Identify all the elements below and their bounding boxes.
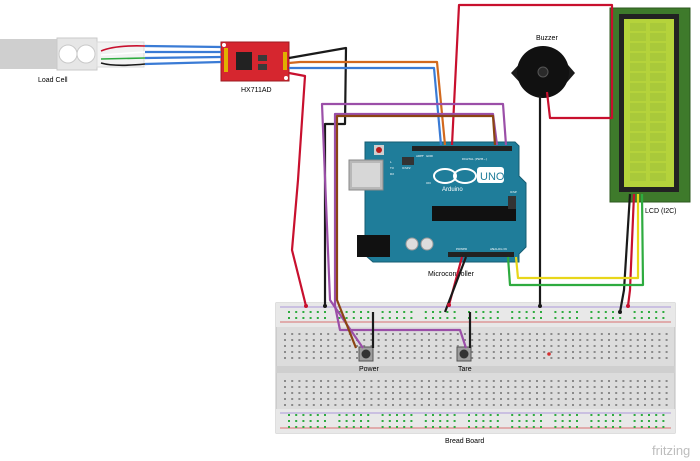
gnd-label: GND (426, 154, 434, 158)
load-cell-label: Load Cell (38, 77, 68, 84)
aref-label: AREF (416, 154, 424, 158)
arduino-uno-board (348, 141, 527, 263)
rx-label: RX (390, 172, 394, 176)
wire-loadcell-1 (144, 44, 222, 49)
wire-arduino-gnd (443, 256, 468, 313)
wire-buzzer-signal (450, 3, 614, 146)
analog-header-label: ANALOG IN (490, 247, 507, 251)
lcd-label: LCD (I2C) (645, 208, 677, 215)
wire-loadcell-4 (144, 60, 222, 66)
lcd-display (609, 7, 691, 203)
buzzer (511, 46, 575, 98)
breadboard (275, 302, 676, 434)
tare-push-button[interactable] (456, 346, 472, 362)
power-header-label: POWER (456, 247, 467, 251)
uno-logo-text: UNO (480, 171, 505, 183)
icsp-label: ICSP (510, 190, 517, 194)
wire-hx711-gnd (288, 71, 308, 307)
wire-hx711-clk (289, 66, 443, 146)
buzzer-label: Buzzer (536, 35, 558, 42)
power-push-button[interactable] (358, 346, 374, 362)
on-led-label: ON (426, 181, 431, 185)
hx711-module (220, 41, 290, 82)
tare-button-label: Tare (458, 366, 472, 373)
arduino-brand-text: Arduino (442, 187, 463, 193)
wire-end-dots (304, 303, 630, 314)
icsp2-label: ICSP2 (402, 166, 411, 170)
breadboard-marker (547, 352, 551, 356)
wire-lcd-gnd (618, 193, 632, 313)
wire-lcd-scl (506, 193, 645, 287)
breadboard-label: Bread Board (445, 438, 484, 445)
power-button-label: Power (359, 366, 380, 373)
l-led-label: L (390, 160, 392, 164)
breadboard-holes (284, 311, 668, 428)
hx711-label: HX711AD (241, 87, 272, 94)
wires (144, 3, 645, 349)
wire-power-button (320, 102, 508, 349)
wire-lcd-vcc (626, 193, 636, 307)
wire-tare-button (333, 112, 499, 349)
fritzing-watermark: fritzing (652, 443, 690, 458)
tx-label: TX (389, 166, 394, 170)
microcontroller-label: Microcontroller (428, 271, 475, 278)
lcd-character-grid (630, 23, 666, 181)
wire-lcd-sda (514, 194, 640, 280)
load-cell-leads (100, 45, 146, 67)
wire-brown-button (335, 114, 497, 349)
digital-header-label: DIGITAL (PWM~) (462, 157, 487, 161)
wire-loadcell-3 (144, 55, 222, 60)
